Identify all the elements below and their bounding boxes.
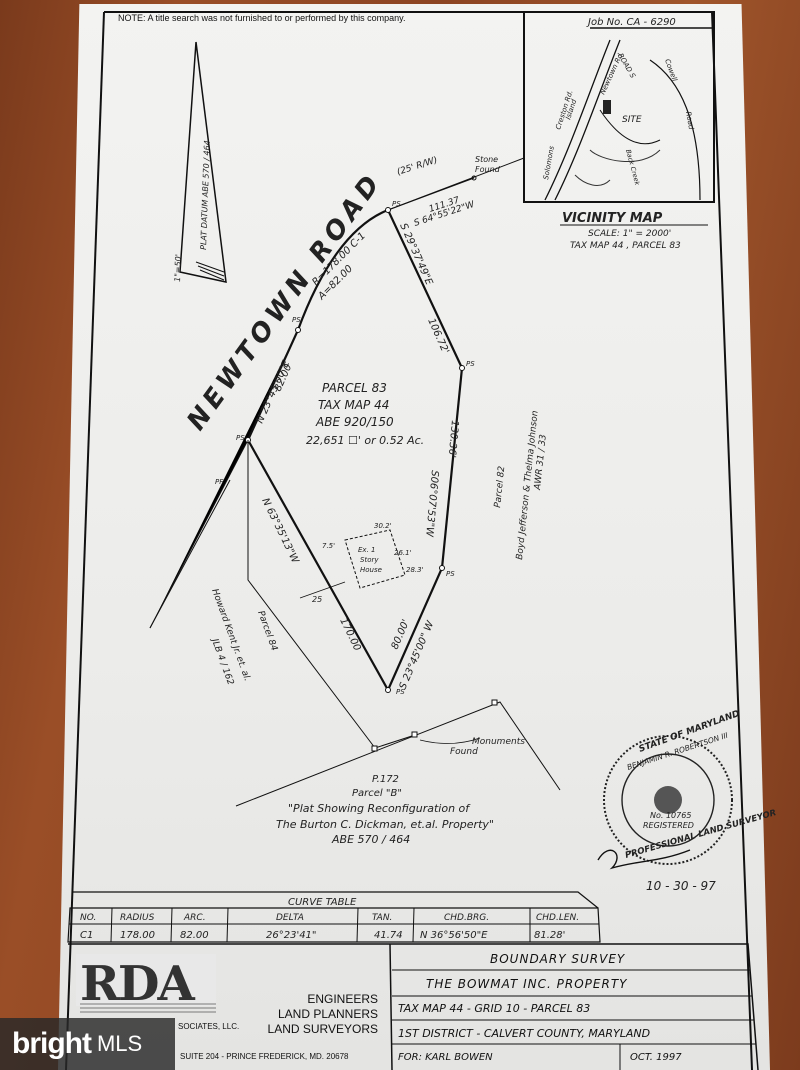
svg-text:PS: PS: [396, 688, 405, 696]
svg-text:No. 10765: No. 10765: [650, 811, 691, 820]
svg-text:Monuments: Monuments: [472, 737, 525, 747]
parcel-83-boundary: [245, 177, 475, 693]
svg-text:RDA: RDA: [80, 956, 196, 1012]
svg-text:41.74: 41.74: [374, 930, 403, 941]
svg-text:CURVE TABLE: CURVE TABLE: [288, 897, 357, 908]
svg-text:26.1': 26.1': [394, 549, 412, 557]
svg-text:PS: PS: [446, 570, 455, 578]
svg-text:ARC.: ARC.: [183, 913, 206, 923]
firm-name: SOCIATES, LLC.: [178, 1022, 240, 1031]
parcel-82-label: Parcel 82 Boyd Jefferson & Thelma Johnso…: [493, 410, 549, 561]
road-name: NEWTOWN ROAD: [181, 167, 388, 437]
client-name: FOR: KARL BOWEN: [398, 1052, 493, 1063]
svg-text:PS: PS: [466, 360, 475, 368]
svg-text:PARCEL 83: PARCEL 83: [322, 381, 387, 395]
svg-text:N 36°56'50"E: N 36°56'50"E: [420, 930, 488, 941]
survey-date: OCT. 1997: [630, 1052, 682, 1063]
curve-table: CURVE TABLE NO. RADIUS ARC. DELTA TAN. C…: [67, 891, 601, 943]
firm-disciplines: ENGINEERS LAND PLANNERS LAND SURVEYORS: [267, 992, 378, 1036]
title-search-note: NOTE: A title search was not furnished t…: [118, 13, 406, 23]
svg-text:SCALE: 1" = 2000': SCALE: 1" = 2000': [588, 229, 671, 239]
vicinity-map: Job No. CA - 6290 ROAD S Creston Rd. New…: [523, 11, 715, 203]
svg-text:Found: Found: [450, 747, 478, 757]
property-name: THE BOWMAT INC. PROPERTY: [426, 977, 628, 991]
site-label: SITE: [622, 115, 642, 125]
svg-text:28.3': 28.3': [406, 566, 424, 574]
vicinity-title: VICINITY MAP: [562, 211, 663, 226]
svg-text:S 29°37'49"E: S 29°37'49"E: [397, 222, 434, 288]
parcel-83-label: PARCEL 83 TAX MAP 44 ABE 920/150 22,651 …: [306, 381, 424, 447]
svg-text:"Plat Showing Reconfiguration: "Plat Showing Reconfiguration of: [288, 802, 471, 815]
plat-datum: PLAT DATUM ABE 570 / 464: [199, 140, 212, 250]
svg-text:Story: Story: [360, 556, 379, 564]
firm-address: SUITE 204 - PRINCE FREDERICK, MD. 20678: [180, 1052, 349, 1061]
svg-text:PF: PF: [215, 478, 224, 486]
survey-type: BOUNDARY SURVEY: [490, 952, 626, 966]
svg-text:The Burton C. Dickman, et.al.: The Burton C. Dickman, et.al. Property": [276, 818, 494, 831]
svg-text:26°23'41": 26°23'41": [266, 930, 317, 941]
svg-text:1"=50': 1"=50': [173, 254, 183, 282]
svg-text:CHD.LEN.: CHD.LEN.: [536, 913, 579, 923]
svg-text:PS: PS: [392, 200, 401, 208]
svg-text:ABE 920/150: ABE 920/150: [315, 415, 394, 429]
svg-text:DELTA: DELTA: [276, 913, 304, 923]
svg-text:30.2': 30.2': [374, 522, 392, 530]
svg-text:Solomons: Solomons: [542, 145, 556, 180]
existing-house: 25 7.5' 30.2' 26.1' 28.3' Ex. 1 Story Ho…: [299, 522, 424, 604]
surveyor-seal: STATE OF MARYLAND BENJAMIN R. ROBERTSON …: [597, 709, 777, 870]
svg-text:PS: PS: [236, 434, 245, 442]
brightmls-watermark: bright MLS: [0, 1018, 175, 1070]
svg-text:Parcel "B": Parcel "B": [352, 788, 402, 799]
svg-text:N 63°35'13"W: N 63°35'13"W: [259, 496, 301, 566]
svg-text:REGISTERED: REGISTERED: [643, 821, 694, 830]
svg-text:7.5': 7.5': [322, 542, 335, 550]
svg-text:81.28': 81.28': [534, 930, 565, 941]
svg-text:130.36': 130.36': [446, 420, 460, 459]
svg-text:NO.: NO.: [80, 913, 96, 923]
svg-text:ABE 570 / 464: ABE 570 / 464: [331, 833, 410, 846]
svg-text:(25' R/W): (25' R/W): [396, 155, 439, 177]
parcel-b-label: P.172 Parcel "B" "Plat Showing Reconfigu…: [276, 774, 494, 846]
svg-text:82.00: 82.00: [180, 930, 209, 941]
svg-text:TAN.: TAN.: [372, 913, 392, 923]
tax-map-info: TAX MAP 44 - GRID 10 - PARCEL 83: [398, 1002, 591, 1015]
district-info: 1ST DISTRICT - CALVERT COUNTY, MARYLAND: [398, 1027, 651, 1040]
svg-text:170.00: 170.00: [337, 616, 362, 652]
svg-text:PS: PS: [292, 316, 301, 324]
svg-text:22,651 ☐' or 0.52 Ac.: 22,651 ☐' or 0.52 Ac.: [306, 434, 424, 447]
north-arrow-icon: PLAT DATUM ABE 570 / 464 1"=50': [173, 41, 227, 283]
svg-text:S06°07'53"W: S06°07'53"W: [423, 470, 440, 539]
svg-text:House: House: [360, 566, 382, 574]
svg-text:Stone: Stone: [475, 155, 498, 164]
parcel-84-label: Parcel 84 Howard Kent Jr. et. al. JLB 4 …: [208, 588, 279, 687]
svg-text:P.172: P.172: [372, 774, 399, 785]
signature-date: 10 - 30 - 97: [646, 879, 716, 893]
svg-text:CHD.BRG.: CHD.BRG.: [444, 913, 489, 923]
svg-text:Ex. 1: Ex. 1: [358, 546, 375, 554]
svg-text:C1: C1: [80, 930, 93, 941]
svg-text:178.00: 178.00: [120, 930, 155, 941]
svg-text:RADIUS: RADIUS: [120, 913, 155, 923]
svg-text:Parcel 82: Parcel 82: [493, 465, 507, 508]
svg-text:Cowell: Cowell: [663, 58, 678, 82]
rda-logo: RDA: [76, 954, 216, 1013]
svg-text:25: 25: [312, 595, 322, 604]
svg-text:Back Creek: Back Creek: [624, 148, 641, 186]
svg-text:80.00': 80.00': [390, 618, 412, 651]
svg-text:TAX MAP 44: TAX MAP 44: [318, 398, 389, 412]
svg-text:PROFESSIONAL LAND SURVEYOR: PROFESSIONAL LAND SURVEYOR: [624, 808, 777, 861]
svg-text:TAX MAP 44 , PARCEL 83: TAX MAP 44 , PARCEL 83: [570, 241, 681, 251]
job-number: Job No. CA - 6290: [586, 17, 676, 28]
svg-text:Road: Road: [684, 111, 695, 131]
svg-text:Found: Found: [475, 165, 501, 174]
